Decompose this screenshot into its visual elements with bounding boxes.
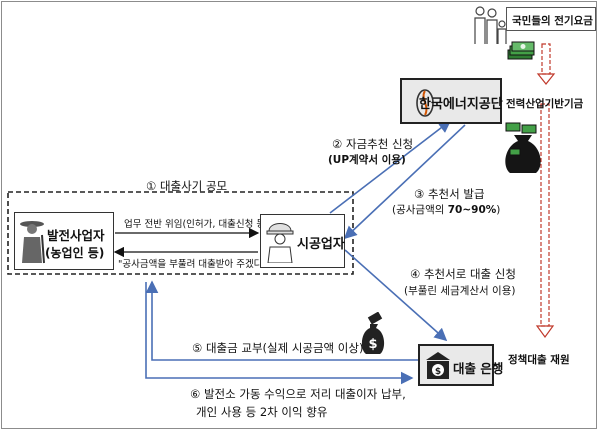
energy-agency-node: 한국에너지공단 [400,78,503,124]
step2-line2: (UP계약서 이용) [328,154,406,166]
policy-loan-label: 정책대출 재원 [508,354,570,366]
energy-agency-logo-icon [416,88,434,122]
bank-node: $ 대출 은행 [418,344,503,386]
svg-text:$: $ [435,367,441,377]
step5-text: ⑤ 대출금 교부(실제 시공금액 이상) [192,341,364,355]
step1-promise-text: "공사금액을 부풀려 대출받아 주겠다" [118,259,267,270]
power-fund-label: 전력산업기반기금 [506,98,584,110]
step3-percent: 70~90% [447,204,497,216]
step3-line2: (공사금액의 70~90%) [392,202,500,217]
generator-node: 발전사업자 (농업인 등) [14,212,114,270]
step3-prefix: (공사금액의 [392,204,448,216]
money-stack-icon [506,40,536,66]
arrow-recommendation-issue [343,124,466,240]
energy-agency-label: 한국에너지공단 [419,97,503,112]
arrow-loan-disbursement [145,280,418,361]
step4-line1: ④ 추천서로 대출 신청 [410,267,516,281]
step3-suffix: ) [496,204,501,216]
step4-line2: (부풀린 세금계산서 이용) [404,285,516,297]
dollar-bag-icon: $ [360,311,386,360]
step3-line1: ③ 추천서 발급 [414,187,485,201]
arrow-fund-application [329,120,452,214]
generator-label-line2: (농업인 등) [45,246,105,260]
fund-arrowhead-2 [535,325,555,339]
farmer-icon [18,217,46,269]
step1-title: ① 대출사기 공모 [146,179,228,193]
bank-label: 대출 은행 [453,361,504,376]
arrow-interest-payment [145,282,414,385]
svg-text:$: $ [368,337,377,352]
arrow-loan-application [344,249,448,342]
fund-arrowhead-1 [536,73,556,85]
money-bag-icon [500,121,546,181]
step1-delegation-text: 업무 전반 위임(인허가, 대출신청 등) [124,219,269,230]
citizens-fee-box: 국민들의 전기요금 [506,7,596,31]
fund-flow-citizens [541,43,551,75]
people-family-icon [472,4,508,50]
citizens-fee-label: 국민들의 전기요금 [512,15,593,27]
step6-line2: 개인 사용 등 2차 이익 향유 [196,405,328,419]
step6-line1: ⑥ 발전소 가동 수익으로 저리 대출이자 납부, [190,387,406,401]
contractor-node: 시공업자 [260,214,345,268]
contractor-label: 시공업자 [297,237,345,252]
bank-building-icon: $ [425,350,451,386]
generator-label-line1: 발전사업자 [47,228,105,243]
construction-worker-icon [265,219,295,267]
step2-line1: ② 자금추천 신청 [332,137,414,151]
